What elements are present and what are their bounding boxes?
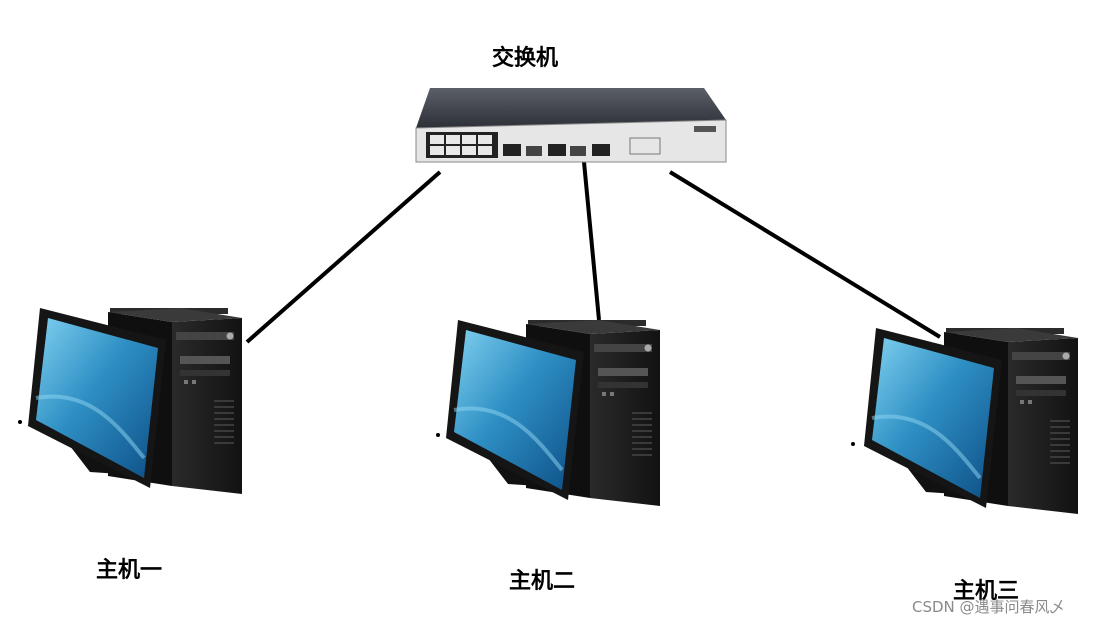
link-switch-host2 — [584, 162, 599, 320]
dot-marker — [18, 420, 22, 424]
computer-icon — [864, 328, 1078, 514]
link-switch-host3 — [670, 172, 940, 337]
host2-label: 主机二 — [509, 563, 575, 595]
switch-icon — [416, 88, 726, 162]
link-switch-host1 — [247, 172, 440, 342]
computer-icon — [28, 308, 242, 494]
watermark: CSDN @遇事问春风乄 — [912, 596, 1065, 617]
dot-marker — [851, 442, 855, 446]
switch-label: 交换机 — [492, 40, 558, 72]
computer-icon — [446, 320, 660, 506]
host1-label: 主机一 — [96, 552, 162, 584]
dot-marker — [436, 433, 440, 437]
